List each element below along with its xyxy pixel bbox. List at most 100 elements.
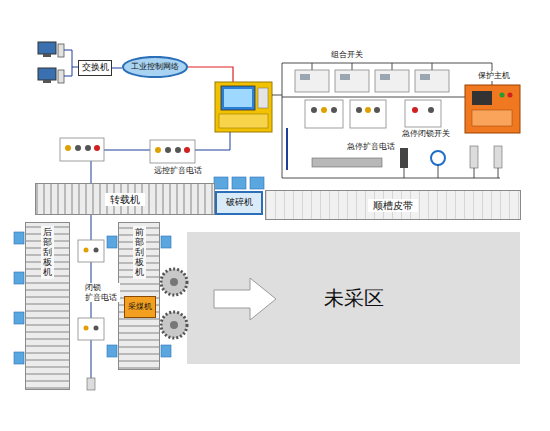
control-wire — [392, 63, 393, 70]
sensor-handset — [400, 148, 408, 168]
end-sensor — [87, 378, 95, 390]
antenna — [286, 128, 288, 170]
connector-line — [112, 68, 122, 69]
device-knob — [94, 248, 99, 253]
shearer-drum-hub — [170, 278, 178, 286]
switch-box: 交换机 — [78, 60, 112, 76]
device-knob — [65, 145, 71, 151]
belt-band: 顺槽皮带 — [265, 190, 521, 220]
computer-stand — [43, 54, 51, 57]
support-tile — [107, 236, 117, 248]
sensor-wire — [404, 168, 405, 178]
support-tile — [161, 236, 171, 248]
device-caption: 急停闭锁开关 — [401, 129, 451, 139]
node-label: 顺槽皮带 — [368, 199, 418, 212]
protection-host — [465, 85, 520, 133]
shearer-drum — [161, 269, 187, 295]
computer-monitor — [38, 68, 56, 80]
control-host — [215, 82, 272, 132]
control-monitor — [221, 86, 255, 110]
crusher-box: 破碎机 — [215, 191, 263, 215]
network-wire-red — [188, 67, 233, 82]
control-wire — [352, 63, 353, 70]
protection-button — [500, 93, 505, 98]
scraper-conveyor: 前部刮板机采煤机 — [118, 222, 160, 370]
sensor-wire — [474, 168, 475, 178]
node-label: 未采区 — [324, 287, 384, 309]
network-ellipse: 工业控制网络 — [122, 56, 188, 78]
device-caption: 闭锁 扩音电话 — [84, 283, 120, 302]
device-knob — [94, 145, 100, 151]
support-tile — [14, 312, 24, 324]
device-knob — [94, 326, 99, 331]
device-knob — [75, 145, 81, 151]
computer-stand — [43, 80, 51, 83]
combination-switch — [375, 70, 409, 92]
sensor-probe — [470, 146, 478, 168]
device-knob — [412, 107, 418, 113]
protection-panel — [472, 110, 512, 126]
ellipse-shape — [123, 57, 187, 77]
switch-window — [340, 74, 350, 80]
device-knob — [85, 145, 91, 151]
device-caption: 组合开关 — [330, 50, 364, 60]
support-tile — [14, 352, 24, 364]
unmined-area: 未采区 — [187, 232, 520, 364]
computer-monitor — [38, 42, 56, 54]
node-label: 交换机 — [82, 63, 109, 73]
remote-phone — [150, 140, 195, 163]
unmined-area — [187, 232, 520, 364]
control-wire — [312, 63, 313, 70]
shearer-drum-hub — [170, 321, 178, 329]
device-knob — [356, 107, 362, 113]
sensor-probe — [494, 146, 502, 168]
combination-switch — [415, 70, 449, 92]
support-tile — [14, 272, 24, 284]
sensor-wire — [438, 165, 439, 178]
shearer-drum — [161, 312, 187, 338]
device-knob — [331, 107, 337, 113]
protection-screen — [472, 91, 492, 105]
switch-window — [380, 74, 390, 80]
phone-device — [350, 100, 386, 128]
device-knob — [84, 326, 89, 331]
phone-wire — [195, 132, 230, 150]
conveyor-band: 转载机 — [35, 183, 215, 215]
support-tile — [250, 177, 264, 189]
node-label: 工业控制网络 — [131, 63, 179, 72]
device-caption: 保护主机 — [477, 71, 511, 81]
remote-phone — [60, 138, 104, 161]
control-wire — [282, 97, 470, 98]
device-caption: 急停扩音电话 — [346, 142, 396, 152]
phone-device — [305, 100, 343, 128]
control-panel — [258, 88, 268, 108]
support-tile — [161, 345, 171, 357]
computer-tower — [58, 44, 64, 57]
support-tile — [14, 232, 24, 244]
advance-arrow — [214, 278, 276, 320]
shearer-box: 采煤机 — [124, 296, 156, 318]
node-label: 转载机 — [105, 193, 145, 206]
phone-wire — [104, 150, 150, 151]
device-knob — [165, 147, 171, 153]
support-tile — [107, 345, 117, 357]
scraper-conveyor: 后部刮板机 — [25, 222, 70, 390]
lock-switch — [405, 100, 441, 127]
computer-tower — [58, 70, 64, 83]
node-label: 破碎机 — [226, 198, 253, 208]
protection-button — [508, 93, 513, 98]
device-knob — [365, 107, 371, 113]
sensor-wire — [498, 168, 499, 178]
switch-window — [420, 74, 430, 80]
control-wire — [272, 63, 492, 95]
switch-window — [300, 74, 310, 80]
device-knob — [321, 107, 327, 113]
lock-phone — [78, 318, 104, 340]
device-knob — [84, 248, 89, 253]
combination-switch — [335, 70, 369, 92]
combination-switch — [295, 70, 329, 92]
network-wire — [64, 50, 72, 76]
control-base — [219, 114, 268, 128]
control-screen — [224, 89, 252, 107]
